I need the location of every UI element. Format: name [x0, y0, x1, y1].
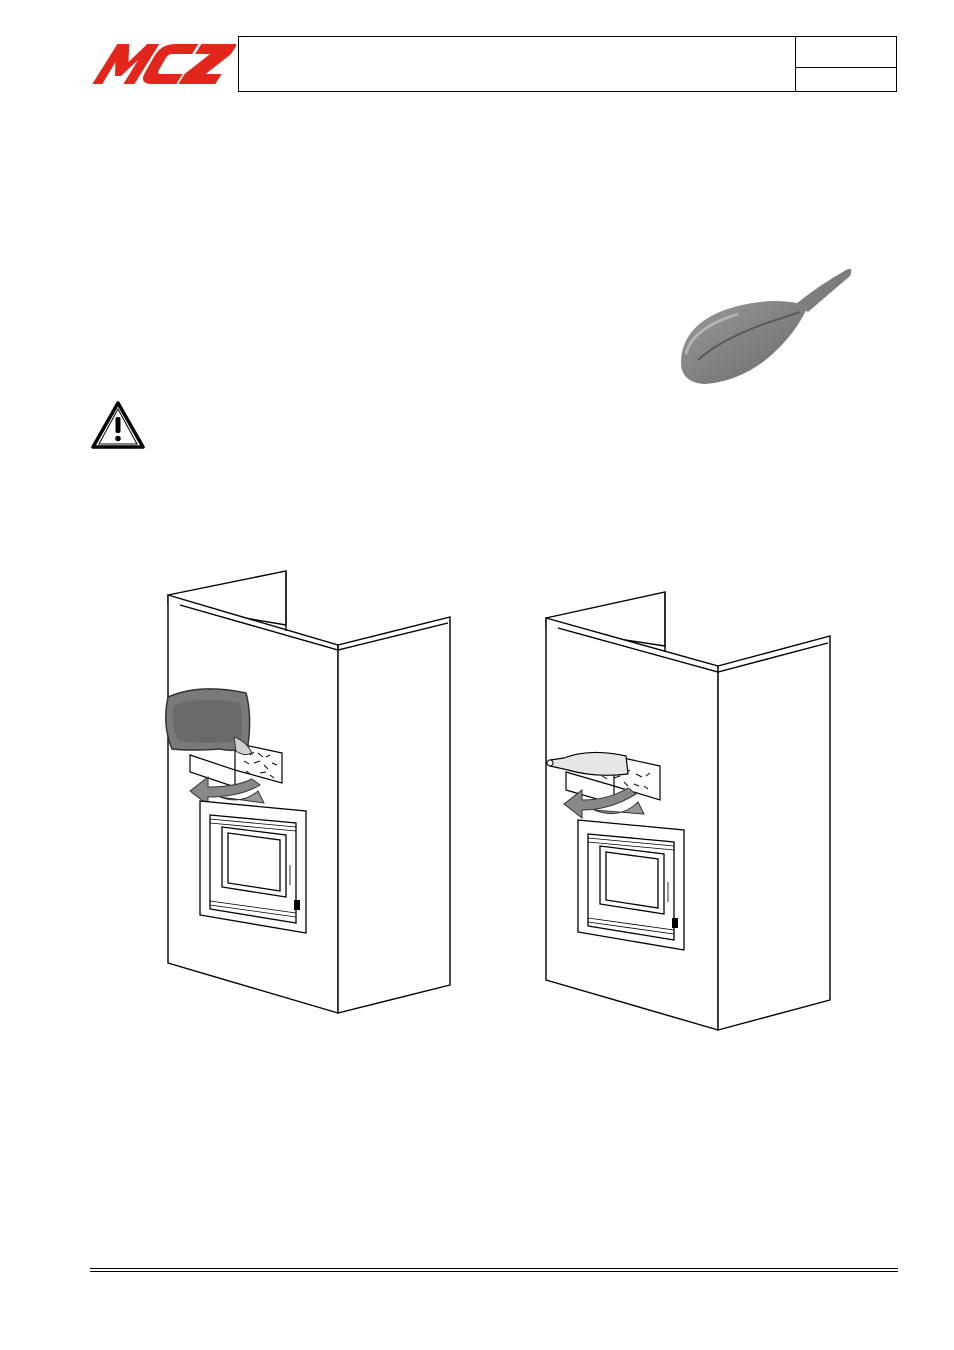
- warning-triangle-icon: [91, 401, 145, 449]
- pellet-scoop-icon: [680, 268, 852, 384]
- scoop-loading-illustration: [545, 591, 831, 1031]
- mcz-logo: [92, 44, 236, 84]
- footer-rule: [90, 1268, 898, 1272]
- header-side-divider: [796, 67, 896, 68]
- header-title-box: [238, 36, 796, 92]
- header-side-box: [795, 36, 897, 92]
- bag-loading-illustration: [165, 570, 451, 1014]
